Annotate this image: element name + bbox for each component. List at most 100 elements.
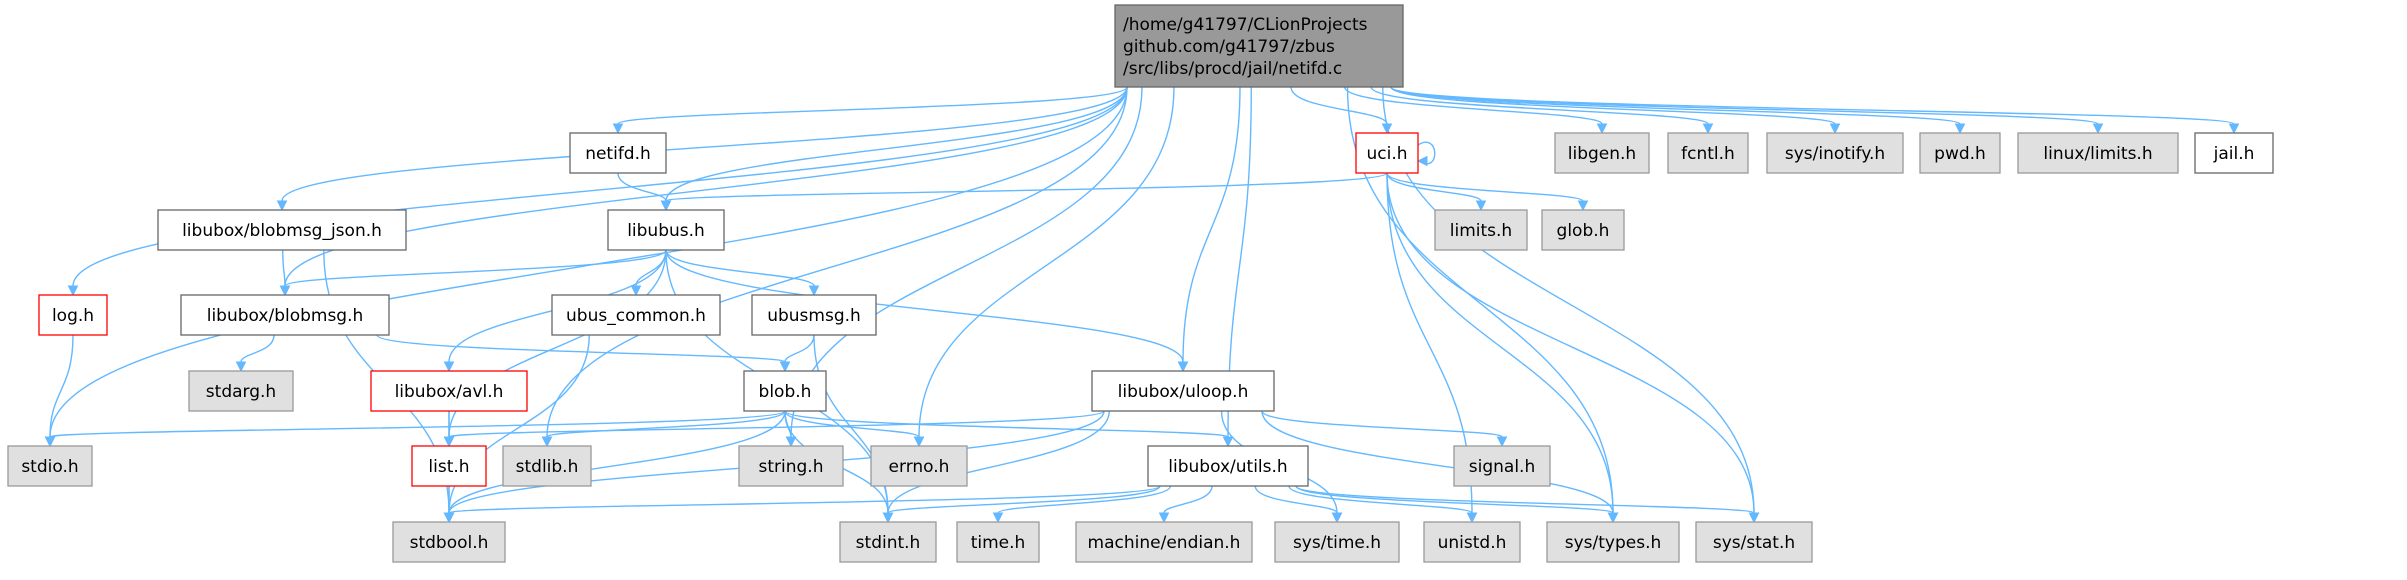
- node-label: libubox/utils.h: [1168, 457, 1287, 477]
- node-label: stdbool.h: [410, 533, 489, 553]
- node-list-h[interactable]: list.h: [411, 445, 487, 487]
- node-stdarg-h[interactable]: stdarg.h: [188, 370, 294, 412]
- edge-libubus_h-to-blobmsg_h: [279, 249, 667, 297]
- node-label: uci.h: [1366, 144, 1407, 164]
- node-label: blob.h: [759, 382, 812, 402]
- edge-blob_h-to-errno_h: [784, 410, 925, 448]
- node-ubusmsg-h[interactable]: ubusmsg.h: [751, 294, 877, 336]
- node-label: time.h: [971, 533, 1026, 553]
- edge-utils_h-to-sys_time_h: [1254, 485, 1343, 524]
- edge-root-to-netifd_h: [612, 86, 1128, 135]
- edge-utils_h-to-stdbool_h: [443, 485, 1161, 524]
- node-label: ubusmsg.h: [767, 306, 861, 326]
- node-time-h[interactable]: time.h: [956, 521, 1040, 563]
- node-sys-inotify-h[interactable]: sys/inotify.h: [1766, 132, 1904, 174]
- edge-uci_h-to-libubus_h: [660, 172, 1388, 212]
- node-label: /home/g41797/CLionProjects: [1123, 15, 1368, 35]
- edge-root-to-uloop_h: [1177, 86, 1241, 373]
- node-label: ubus_common.h: [566, 306, 706, 326]
- node-label: stdio.h: [21, 457, 78, 477]
- node-label: limits.h: [1450, 221, 1512, 241]
- node-avl-h[interactable]: libubox/avl.h: [370, 370, 528, 412]
- node-netifd-h[interactable]: netifd.h: [569, 132, 667, 174]
- node-root[interactable]: /home/g41797/CLionProjectsgithub.com/g41…: [1114, 4, 1404, 88]
- node-label: sys/types.h: [1565, 533, 1662, 553]
- node-label: netifd.h: [585, 144, 651, 164]
- node-label: unistd.h: [1438, 533, 1507, 553]
- node-label: libubox/avl.h: [395, 382, 504, 402]
- edge-layer: [44, 86, 2240, 524]
- node-label: libubox/uloop.h: [1118, 382, 1249, 402]
- node-label: linux/limits.h: [2043, 144, 2152, 164]
- node-pwd-h[interactable]: pwd.h: [1919, 132, 2001, 174]
- node-signal-h[interactable]: signal.h: [1453, 445, 1551, 487]
- edge-root-to-libubus_h: [660, 86, 1128, 212]
- edge-libubus_h-to-ubus_common_h: [630, 249, 667, 297]
- edge-log_h-to-stdio_h: [44, 334, 74, 448]
- node-label: libubox/blobmsg_json.h: [182, 221, 382, 241]
- node-label: libubus.h: [627, 221, 705, 241]
- node-utils-h[interactable]: libubox/utils.h: [1147, 445, 1309, 487]
- edge-uloop_h-to-list_h: [443, 410, 1105, 448]
- node-blob-h[interactable]: blob.h: [743, 370, 827, 412]
- node-label: errno.h: [889, 457, 950, 477]
- node-label: stdint.h: [856, 533, 921, 553]
- node-linux-limits-h[interactable]: linux/limits.h: [2017, 132, 2179, 174]
- edge-ubusmsg_h-to-blob_h: [779, 334, 815, 373]
- node-label: signal.h: [1469, 457, 1535, 477]
- node-label: sys/inotify.h: [1785, 144, 1885, 164]
- node-stdlib-h[interactable]: stdlib.h: [502, 445, 592, 487]
- node-libgen-h[interactable]: libgen.h: [1554, 132, 1650, 174]
- node-machine-endian-h[interactable]: machine/endian.h: [1075, 521, 1253, 563]
- edge-libubus_h-to-ubusmsg_h: [665, 249, 820, 297]
- node-limits-h[interactable]: limits.h: [1434, 209, 1528, 251]
- node-stdbool-h[interactable]: stdbool.h: [392, 521, 506, 563]
- node-string-h[interactable]: string.h: [738, 445, 844, 487]
- node-errno-h[interactable]: errno.h: [870, 445, 968, 487]
- node-label: glob.h: [1557, 221, 1610, 241]
- node-uloop-h[interactable]: libubox/uloop.h: [1091, 370, 1275, 412]
- edge-blobmsg_json_h-to-blobmsg_h: [279, 249, 291, 297]
- node-log-h[interactable]: log.h: [38, 294, 108, 336]
- edge-root-to-linux_limits_h: [1390, 86, 2104, 135]
- node-label: libubox/blobmsg.h: [207, 306, 364, 326]
- node-sys-time-h[interactable]: sys/time.h: [1274, 521, 1400, 563]
- node-unistd-h[interactable]: unistd.h: [1423, 521, 1521, 563]
- node-label: github.com/g41797/zbus: [1123, 37, 1335, 57]
- node-label: fcntl.h: [1681, 144, 1735, 164]
- node-label: pwd.h: [1934, 144, 1986, 164]
- node-ubus-common-h[interactable]: ubus_common.h: [551, 294, 721, 336]
- node-glob-h[interactable]: glob.h: [1541, 209, 1625, 251]
- edge-utils_h-to-unistd_h: [1288, 485, 1478, 524]
- node-label: libgen.h: [1568, 144, 1636, 164]
- node-jail-h[interactable]: jail.h: [2194, 132, 2274, 174]
- edge-blobmsg_h-to-stdarg_h: [235, 334, 275, 373]
- node-blobmsg-h[interactable]: libubox/blobmsg.h: [180, 294, 390, 336]
- edge-root-to-jail_h: [1390, 86, 2240, 135]
- edge-root-to-uci_h: [1290, 86, 1393, 135]
- edge-uci_h-to-uci_h: [1416, 141, 1436, 167]
- node-libubus-h[interactable]: libubus.h: [607, 209, 725, 251]
- node-blobmsg-json-h[interactable]: libubox/blobmsg_json.h: [157, 209, 407, 251]
- edge-utils_h-to-sys_types_h: [1295, 485, 1619, 524]
- edge-uci_h-to-glob_h: [1386, 172, 1589, 212]
- edge-blob_h-to-utils_h: [784, 410, 1234, 448]
- node-label: list.h: [428, 457, 469, 477]
- edge-root-to-log_h: [67, 86, 1128, 297]
- node-sys-types-h[interactable]: sys/types.h: [1546, 521, 1680, 563]
- edge-uci_h-to-limits_h: [1386, 172, 1487, 212]
- node-label: /src/libs/procd/jail/netifd.c: [1123, 59, 1342, 79]
- node-stdio-h[interactable]: stdio.h: [7, 445, 93, 487]
- node-label: string.h: [759, 457, 824, 477]
- node-label: stdlib.h: [516, 457, 579, 477]
- node-uci-h[interactable]: uci.h: [1355, 132, 1419, 174]
- node-fcntl-h[interactable]: fcntl.h: [1667, 132, 1749, 174]
- node-sys-stat-h[interactable]: sys/stat.h: [1695, 521, 1813, 563]
- node-layer: /home/g41797/CLionProjectsgithub.com/g41…: [7, 4, 2274, 563]
- node-stdint-h[interactable]: stdint.h: [839, 521, 937, 563]
- edge-root-to-fcntl_h: [1370, 86, 1714, 135]
- edge-root-to-blobmsg_json_h: [276, 86, 1128, 212]
- edge-utils_h-to-time_h: [992, 485, 1172, 524]
- node-label: machine/endian.h: [1088, 533, 1241, 553]
